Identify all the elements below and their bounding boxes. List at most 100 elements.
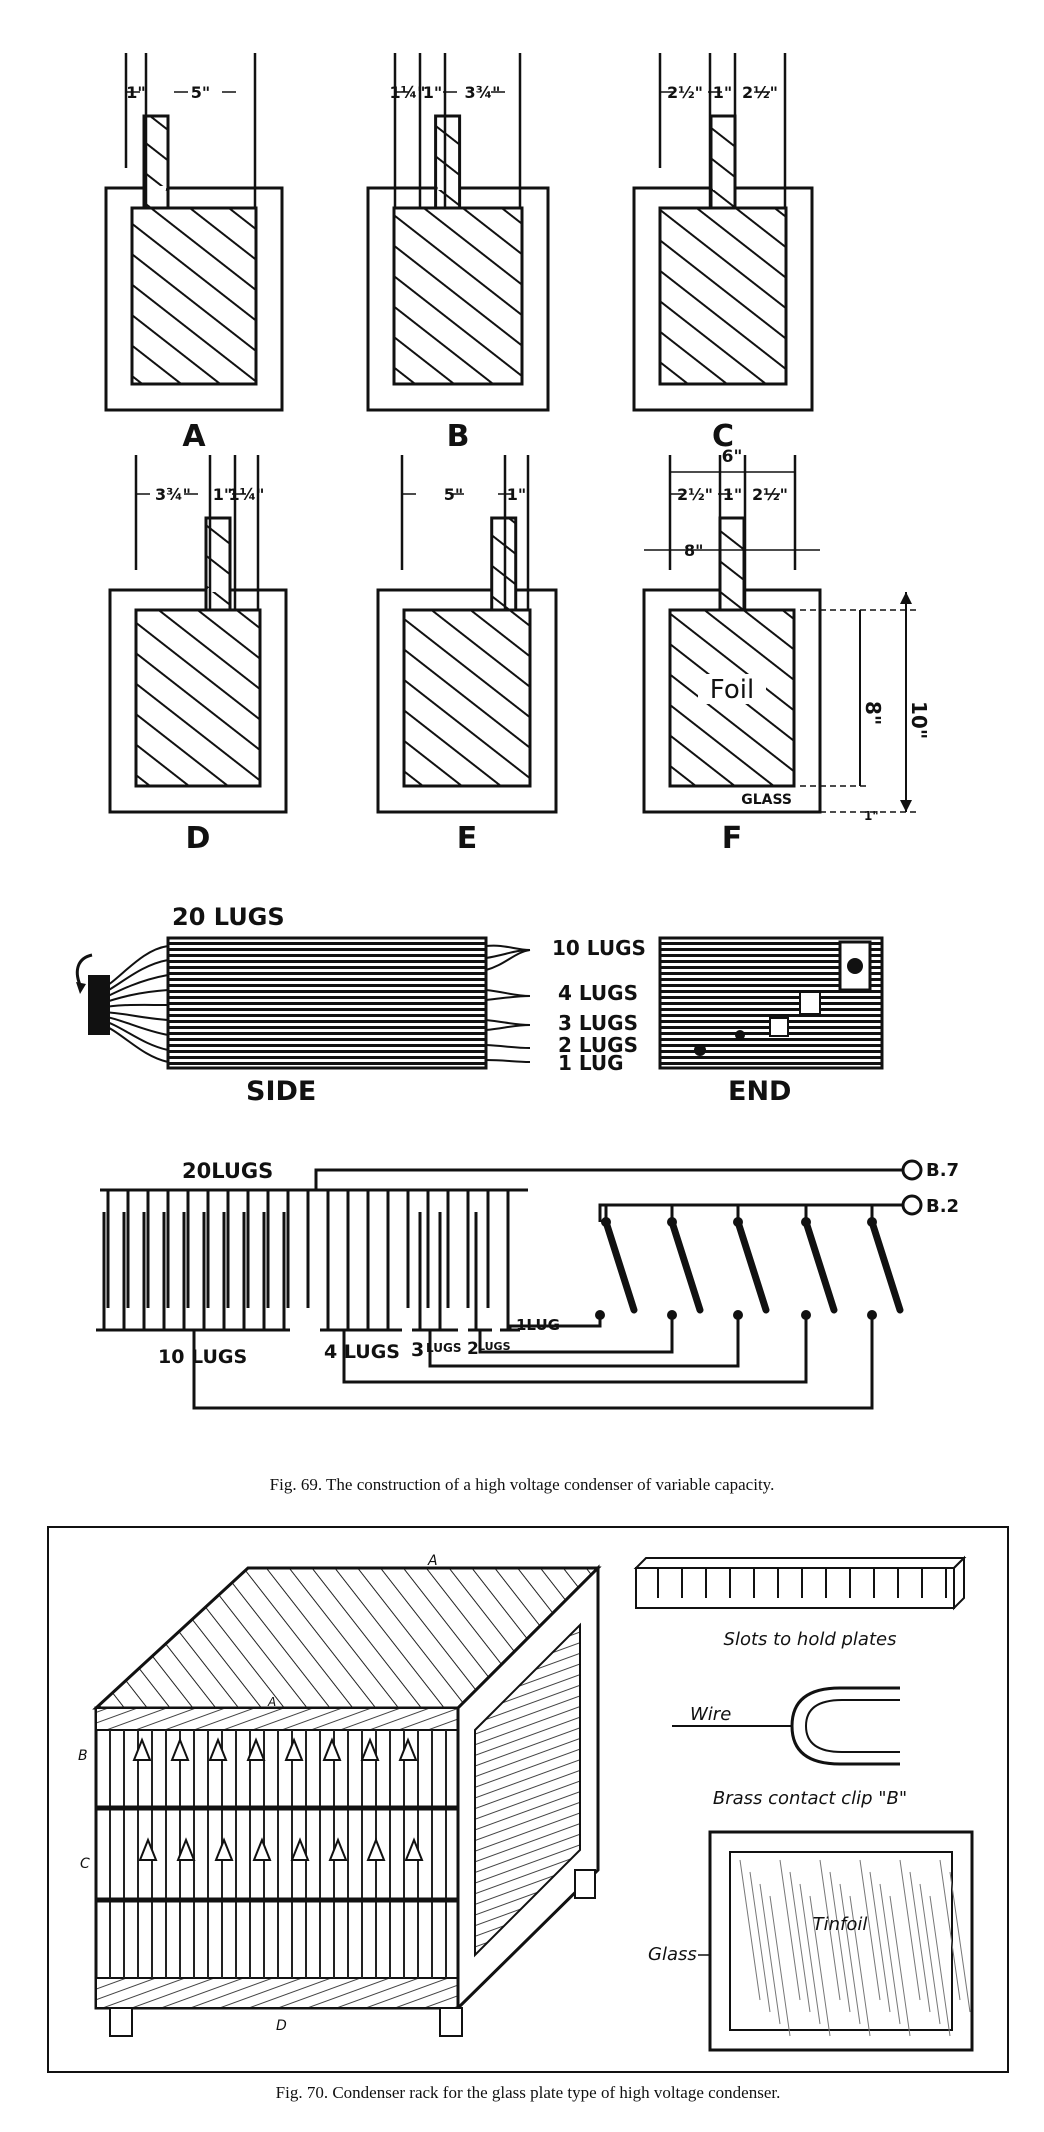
foil-lug bbox=[709, 114, 737, 210]
dimension-label: 1¼" bbox=[389, 83, 425, 102]
clip-caption: Brass contact clip "B" bbox=[713, 1788, 907, 1809]
contact-clip bbox=[284, 1737, 304, 1761]
side-right-wires bbox=[485, 944, 531, 1063]
dimension-label: 1" bbox=[423, 83, 442, 102]
foil-texture bbox=[859, 1859, 881, 2001]
foil-label: Foil bbox=[710, 675, 754, 705]
foil-texture bbox=[839, 1883, 861, 2025]
contact-clip bbox=[404, 1837, 424, 1861]
glass-label: Glass bbox=[648, 1944, 697, 1965]
plate-letter: E bbox=[457, 821, 478, 856]
top-wire bbox=[314, 1168, 908, 1190]
rack-bottom-rail bbox=[95, 1977, 459, 2009]
plate-letter: A bbox=[182, 419, 206, 454]
dimension-label: 3¾" bbox=[464, 83, 500, 102]
end-label: END bbox=[728, 1076, 791, 1107]
foil-texture bbox=[879, 1883, 901, 2025]
side-left-wires bbox=[99, 945, 169, 1063]
lead-wire bbox=[508, 1315, 602, 1330]
slots-caption: Slots to hold plates bbox=[724, 1629, 897, 1650]
circuit-label-3: 3 bbox=[411, 1339, 424, 1361]
plate-a: 1"5"A bbox=[104, 53, 284, 454]
glass-label: GLASS bbox=[741, 792, 792, 808]
contact-clip bbox=[322, 1737, 342, 1761]
contact-clip bbox=[138, 1837, 158, 1861]
glass-width-label: 8" bbox=[684, 541, 703, 560]
plate-d: 3¾"1"1¼"D bbox=[108, 455, 288, 856]
foil-texture bbox=[939, 1859, 961, 2001]
switch-contact bbox=[867, 1310, 877, 1320]
foil-texture bbox=[899, 1859, 921, 2001]
circuit-label-10: 10 LUGS bbox=[158, 1346, 247, 1368]
dimension-label: 2½" bbox=[752, 485, 788, 504]
foil-texture bbox=[909, 1871, 931, 2013]
dimension-label: 1¼" bbox=[228, 485, 264, 504]
wire-label: Wire bbox=[690, 1704, 731, 1725]
contact-clip bbox=[328, 1837, 348, 1861]
dimension-label: 1" bbox=[723, 485, 742, 504]
foil-texture bbox=[869, 1871, 891, 2013]
foil-area bbox=[392, 206, 524, 386]
rack-front-plates bbox=[109, 1730, 447, 1978]
contact-clip bbox=[132, 1737, 152, 1761]
switch-arm bbox=[802, 1218, 838, 1314]
plate-letter: C bbox=[712, 419, 734, 454]
switch-contact bbox=[667, 1310, 677, 1320]
terminal-label-1: B.7 bbox=[926, 1160, 959, 1181]
switch-contact bbox=[801, 1310, 811, 1320]
foil-texture bbox=[829, 1871, 851, 2013]
lead-wire bbox=[428, 1315, 740, 1368]
lead-wire bbox=[478, 1315, 674, 1354]
plate-letter: D bbox=[186, 821, 211, 856]
binding-post bbox=[88, 975, 110, 1035]
foil-area bbox=[658, 206, 788, 386]
foil-texture bbox=[799, 1883, 821, 2025]
dimension-label: 2½" bbox=[677, 485, 713, 504]
rack-top-rail bbox=[95, 1707, 459, 1731]
fig70-caption: Fig. 70. Condenser rack for the glass pl… bbox=[276, 2083, 781, 2102]
rack-letter-d: D bbox=[276, 2018, 287, 2034]
dimension-label: 1" bbox=[713, 83, 732, 102]
lead-wire bbox=[342, 1315, 808, 1384]
width-label: 6" bbox=[722, 447, 743, 467]
contact-clip bbox=[366, 1837, 386, 1861]
foil-texture bbox=[919, 1883, 941, 2025]
contact-clip bbox=[176, 1837, 196, 1861]
circuit-label-2: 2 bbox=[467, 1339, 479, 1359]
foil-area bbox=[134, 608, 262, 788]
switch-arm bbox=[868, 1218, 904, 1314]
foil-lug bbox=[718, 516, 746, 612]
switch-contact bbox=[595, 1310, 605, 1320]
glass-plate-detail: Glass Tinfoil bbox=[648, 1830, 974, 2052]
contact-clip bbox=[290, 1837, 310, 1861]
foil-texture bbox=[769, 1895, 791, 2037]
plate-letter: B bbox=[447, 419, 470, 454]
plate-e: 5"1"E bbox=[376, 455, 558, 856]
brass-clip: Wire Brass contact clip "B" bbox=[672, 1686, 907, 1809]
dimension-label: 1" bbox=[213, 485, 232, 504]
foil-lug bbox=[434, 114, 462, 210]
foil-texture bbox=[749, 1871, 771, 2013]
lug-label-3: 3 LUGS bbox=[558, 1011, 638, 1035]
foil-texture bbox=[739, 1859, 761, 2001]
end-view: END bbox=[658, 936, 884, 1107]
rack-letter-b: B bbox=[78, 1748, 88, 1764]
tinfoil-label: Tinfoil bbox=[813, 1914, 868, 1935]
plate-diagrams: 1"5"A1¼"1"3¾"B2½"1"2½"C3¾"1"1¼"D5"1"E2½"… bbox=[104, 53, 931, 856]
foil-texture bbox=[949, 1871, 971, 2013]
switch-circuit: 20LUGS 10 LUGS 4 LUGS 3 LUGS 2 LUGS 1LUG… bbox=[96, 1159, 959, 1410]
plate-c: 2½"1"2½"C bbox=[632, 53, 814, 454]
contact-clip bbox=[208, 1737, 228, 1761]
foil-lug bbox=[490, 516, 518, 612]
side-label: SIDE bbox=[246, 1076, 316, 1107]
contact-clip bbox=[398, 1737, 418, 1761]
circuit-label-3-lugs: LUGS bbox=[426, 1341, 461, 1355]
foil-texture bbox=[789, 1871, 811, 2013]
plate-slots: Slots to hold plates bbox=[633, 1555, 967, 1650]
foil-texture bbox=[759, 1883, 781, 2025]
curved-arrow-icon bbox=[75, 953, 93, 986]
lug-label-4: 4 LUGS bbox=[558, 981, 638, 1005]
rack-letter-c: C bbox=[80, 1856, 90, 1872]
lug-label-10: 10 LUGS bbox=[552, 936, 646, 960]
